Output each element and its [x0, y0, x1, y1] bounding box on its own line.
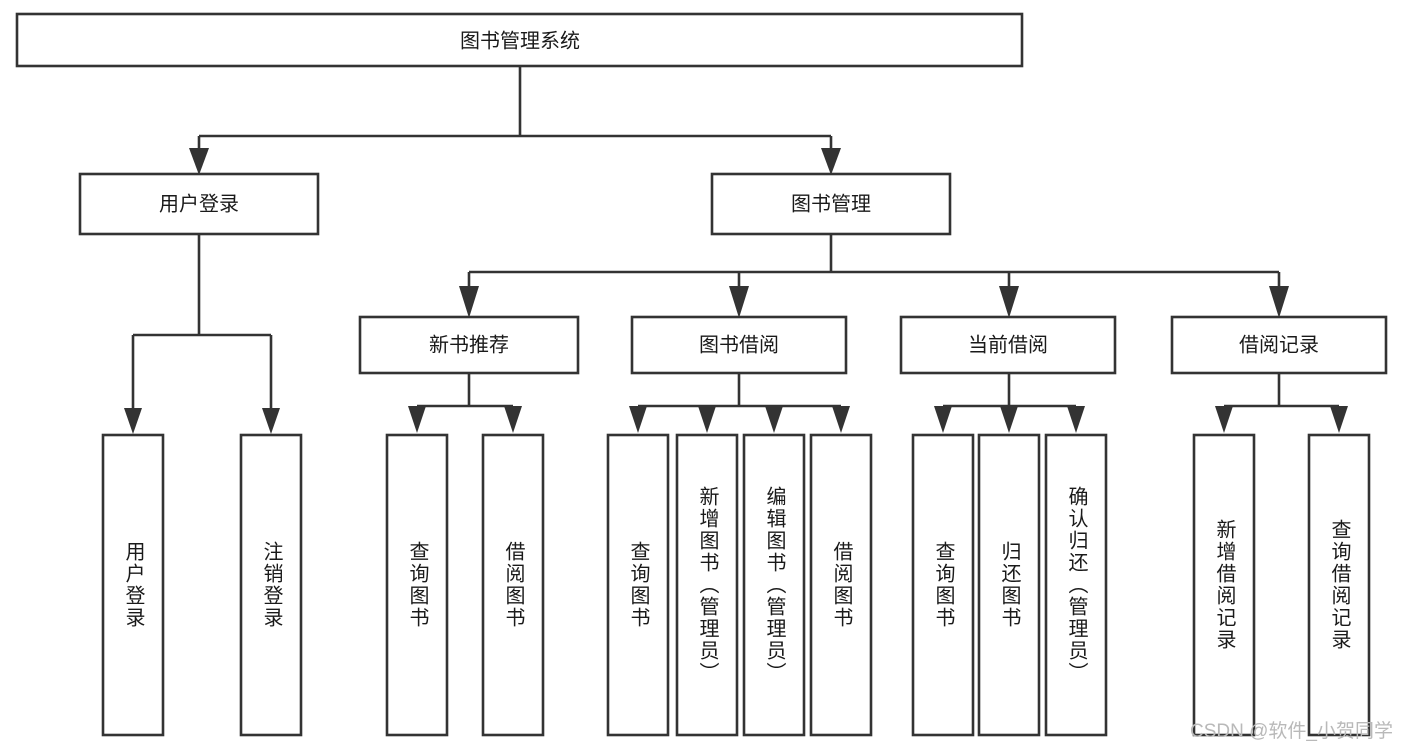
node-leaf-borrow-book-2[interactable]: [809, 433, 873, 737]
arrow-head-leaf-borrow-book-2: [832, 406, 850, 433]
connector-group-root: [189, 66, 841, 175]
arrow-head-leaf-add-record: [1215, 406, 1233, 433]
connector-group-borrow-record: [1215, 373, 1348, 433]
node-user-login[interactable]: [78, 172, 320, 236]
node-leaf-query-book-2[interactable]: [606, 433, 670, 737]
arrow-head-leaf-query-book-2: [629, 406, 647, 433]
connector-group-book-management: [459, 234, 1289, 318]
arrow-head-book-borrow: [729, 286, 749, 318]
arrow-head-leaf-borrow-book-1: [504, 406, 522, 433]
node-new-book-recommend[interactable]: [358, 315, 580, 375]
node-root-label: 图书管理系统: [460, 29, 580, 52]
node-leaf-edit-book[interactable]: [742, 433, 806, 737]
arrow-head-new-book-recommend: [459, 286, 479, 318]
node-leaf-add-record[interactable]: [1192, 433, 1256, 737]
node-root[interactable]: [15, 12, 1024, 68]
arrow-head-leaf-query-book-1: [408, 406, 426, 433]
node-borrow-record-label: 借阅记录: [1239, 333, 1319, 356]
arrow-head-leaf-query-record: [1330, 406, 1348, 433]
node-leaf-confirm-return[interactable]: [1044, 433, 1108, 737]
node-leaf-query-book-1[interactable]: [385, 433, 449, 737]
node-current-borrow[interactable]: [899, 315, 1117, 375]
arrow-head-book-management: [821, 148, 841, 175]
connector-group-current-borrow: [934, 373, 1085, 433]
arrow-head-leaf-logout: [262, 408, 280, 434]
node-leaf-query-record[interactable]: [1307, 433, 1371, 737]
arrow-head-leaf-user-login: [124, 408, 142, 434]
node-leaf-borrow-book-1[interactable]: [481, 433, 545, 737]
node-book-management-label: 图书管理: [791, 192, 871, 215]
arrow-head-leaf-query-book-3: [934, 406, 952, 433]
node-book-borrow[interactable]: [630, 315, 848, 375]
node-user-login-label: 用户登录: [159, 192, 239, 215]
node-leaf-return-book[interactable]: [977, 433, 1041, 737]
node-leaf-logout[interactable]: [239, 433, 303, 737]
watermark-text: CSDN @软件_小贺同学: [1190, 721, 1393, 742]
arrow-head-leaf-add-book: [698, 406, 716, 433]
node-borrow-record[interactable]: [1170, 315, 1388, 375]
node-leaf-add-book[interactable]: [675, 433, 739, 737]
node-new-book-recommend-label: 新书推荐: [429, 333, 509, 356]
connector-group-book-borrow: [629, 373, 850, 433]
node-book-management[interactable]: [710, 172, 952, 236]
node-leaf-query-book-3[interactable]: [911, 433, 975, 737]
arrow-head-current-borrow: [999, 286, 1019, 318]
node-current-borrow-label: 当前借阅: [968, 333, 1048, 356]
connector-group-new-book-recommend: [408, 373, 522, 433]
connector-group-user-login: [124, 234, 280, 434]
arrow-head-leaf-confirm-return: [1067, 406, 1085, 433]
node-leaf-user-login[interactable]: [101, 433, 165, 737]
arrow-head-leaf-edit-book: [765, 406, 783, 433]
arrow-head-borrow-record: [1269, 286, 1289, 318]
arrow-head-leaf-return-book: [1000, 406, 1018, 433]
arrow-head-user-login: [189, 148, 209, 175]
node-book-borrow-label: 图书借阅: [699, 333, 779, 356]
